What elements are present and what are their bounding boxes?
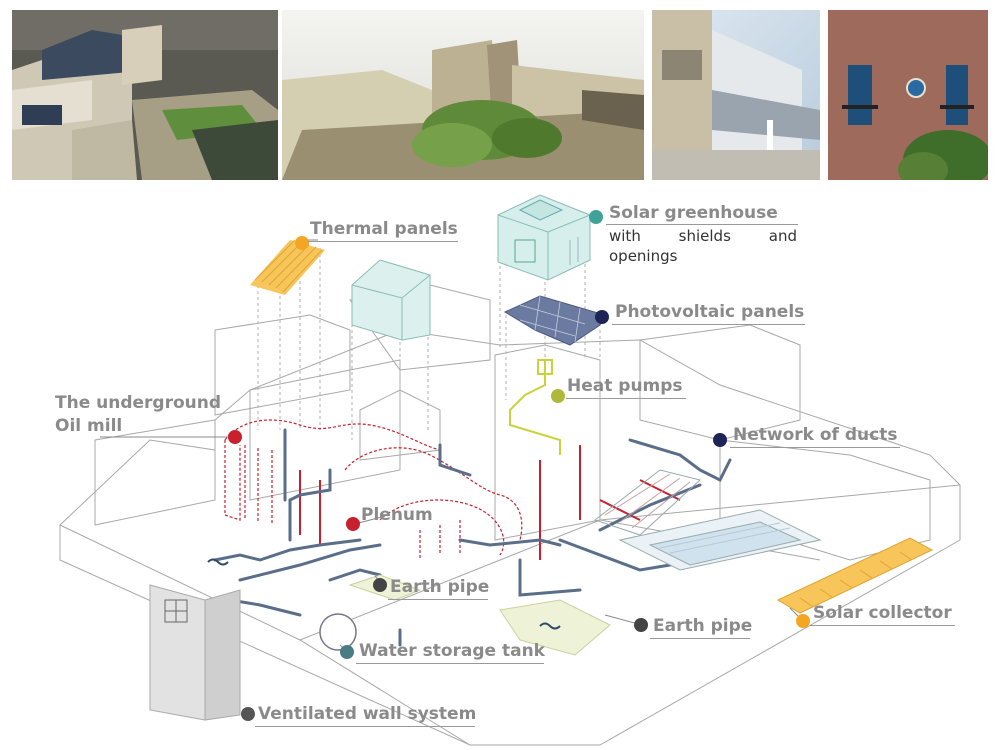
solar-greenhouse-sub-line2: openings bbox=[609, 247, 678, 265]
solar-collector-underline bbox=[810, 625, 955, 626]
heat-pumps-underline bbox=[566, 398, 686, 399]
network-of-ducts-underline bbox=[730, 447, 900, 448]
greenhouse-volume bbox=[351, 259, 431, 341]
thermal-panels-label: Thermal panels bbox=[310, 219, 458, 239]
duct-network-pipes bbox=[213, 428, 762, 647]
facade-render bbox=[652, 10, 820, 180]
underground-oil-mill-dot bbox=[228, 430, 242, 444]
solar-collector-dot bbox=[796, 614, 810, 628]
network-of-ducts-label: Network of ducts bbox=[733, 425, 898, 445]
heat-pump-piping bbox=[509, 359, 561, 455]
thermal-panels-underline bbox=[308, 241, 458, 242]
facade-photo bbox=[828, 10, 988, 180]
ventilated-wall-graphic bbox=[149, 584, 241, 721]
ventilated-wall-system-underline bbox=[255, 726, 475, 727]
earth-pipe-1-underline bbox=[388, 599, 488, 600]
air-intake-arrows bbox=[207, 558, 561, 630]
heat-pumps-dot bbox=[551, 389, 565, 403]
solar-collector-graphic bbox=[776, 537, 934, 614]
solar-greenhouse-sub-word-1: with bbox=[609, 227, 641, 245]
solar-greenhouse-underline bbox=[606, 224, 798, 225]
earth-pipe-2-label: Earth pipe bbox=[653, 616, 753, 636]
earth-pipe-2-dot bbox=[634, 618, 648, 632]
duct-grille bbox=[593, 469, 702, 536]
building-systems-diagram bbox=[59, 194, 961, 746]
rooftop-render-1 bbox=[12, 10, 278, 180]
earth-pipe-1-label: Earth pipe bbox=[390, 577, 490, 597]
heat-pumps-label: Heat pumps bbox=[567, 376, 683, 396]
photovoltaic-panels-graphic bbox=[503, 295, 606, 346]
earth-pipe-2-underline bbox=[650, 638, 750, 639]
underground-oil-mill-label-1: The underground bbox=[55, 393, 222, 413]
photovoltaic-panels-dot bbox=[595, 310, 609, 324]
plenum-label: Plenum bbox=[361, 505, 433, 525]
ventilated-wall-system-dot bbox=[241, 707, 255, 721]
plenum-dot bbox=[346, 517, 360, 531]
ventilation-channel bbox=[618, 509, 822, 571]
red-pipes bbox=[299, 445, 681, 560]
water-storage-tank-label: Water storage tank bbox=[359, 641, 545, 661]
water-storage-tank-dot bbox=[340, 645, 354, 659]
rooftop-render-2 bbox=[282, 10, 644, 180]
solar-greenhouse-sub-word-2: shields bbox=[678, 227, 731, 245]
earth-pipe-1-dot bbox=[373, 578, 387, 592]
solar-greenhouse-dot bbox=[589, 210, 603, 224]
photovoltaic-panels-label: Photovoltaic panels bbox=[615, 302, 805, 322]
water-storage-tank-graphic bbox=[319, 613, 357, 651]
thermal-panels-dot bbox=[295, 236, 309, 250]
solar-greenhouse-sub-word-3: and bbox=[768, 227, 797, 245]
underground-oil-mill-label-2: Oil mill bbox=[55, 416, 123, 436]
photovoltaic-panels-underline bbox=[612, 324, 805, 325]
solar-collector-label: Solar collector bbox=[813, 603, 952, 623]
ventilated-wall-system-label: Ventilated wall system bbox=[258, 704, 477, 724]
solar-greenhouse-sub: with shields and bbox=[609, 226, 797, 246]
network-of-ducts-dot bbox=[713, 433, 727, 447]
thermal-panels-graphic bbox=[250, 239, 325, 295]
solar-greenhouse-label: Solar greenhouse bbox=[609, 203, 778, 223]
water-storage-tank-underline bbox=[356, 663, 544, 664]
hot-air-ducts bbox=[224, 419, 523, 560]
solar-greenhouse-graphic bbox=[497, 194, 591, 281]
